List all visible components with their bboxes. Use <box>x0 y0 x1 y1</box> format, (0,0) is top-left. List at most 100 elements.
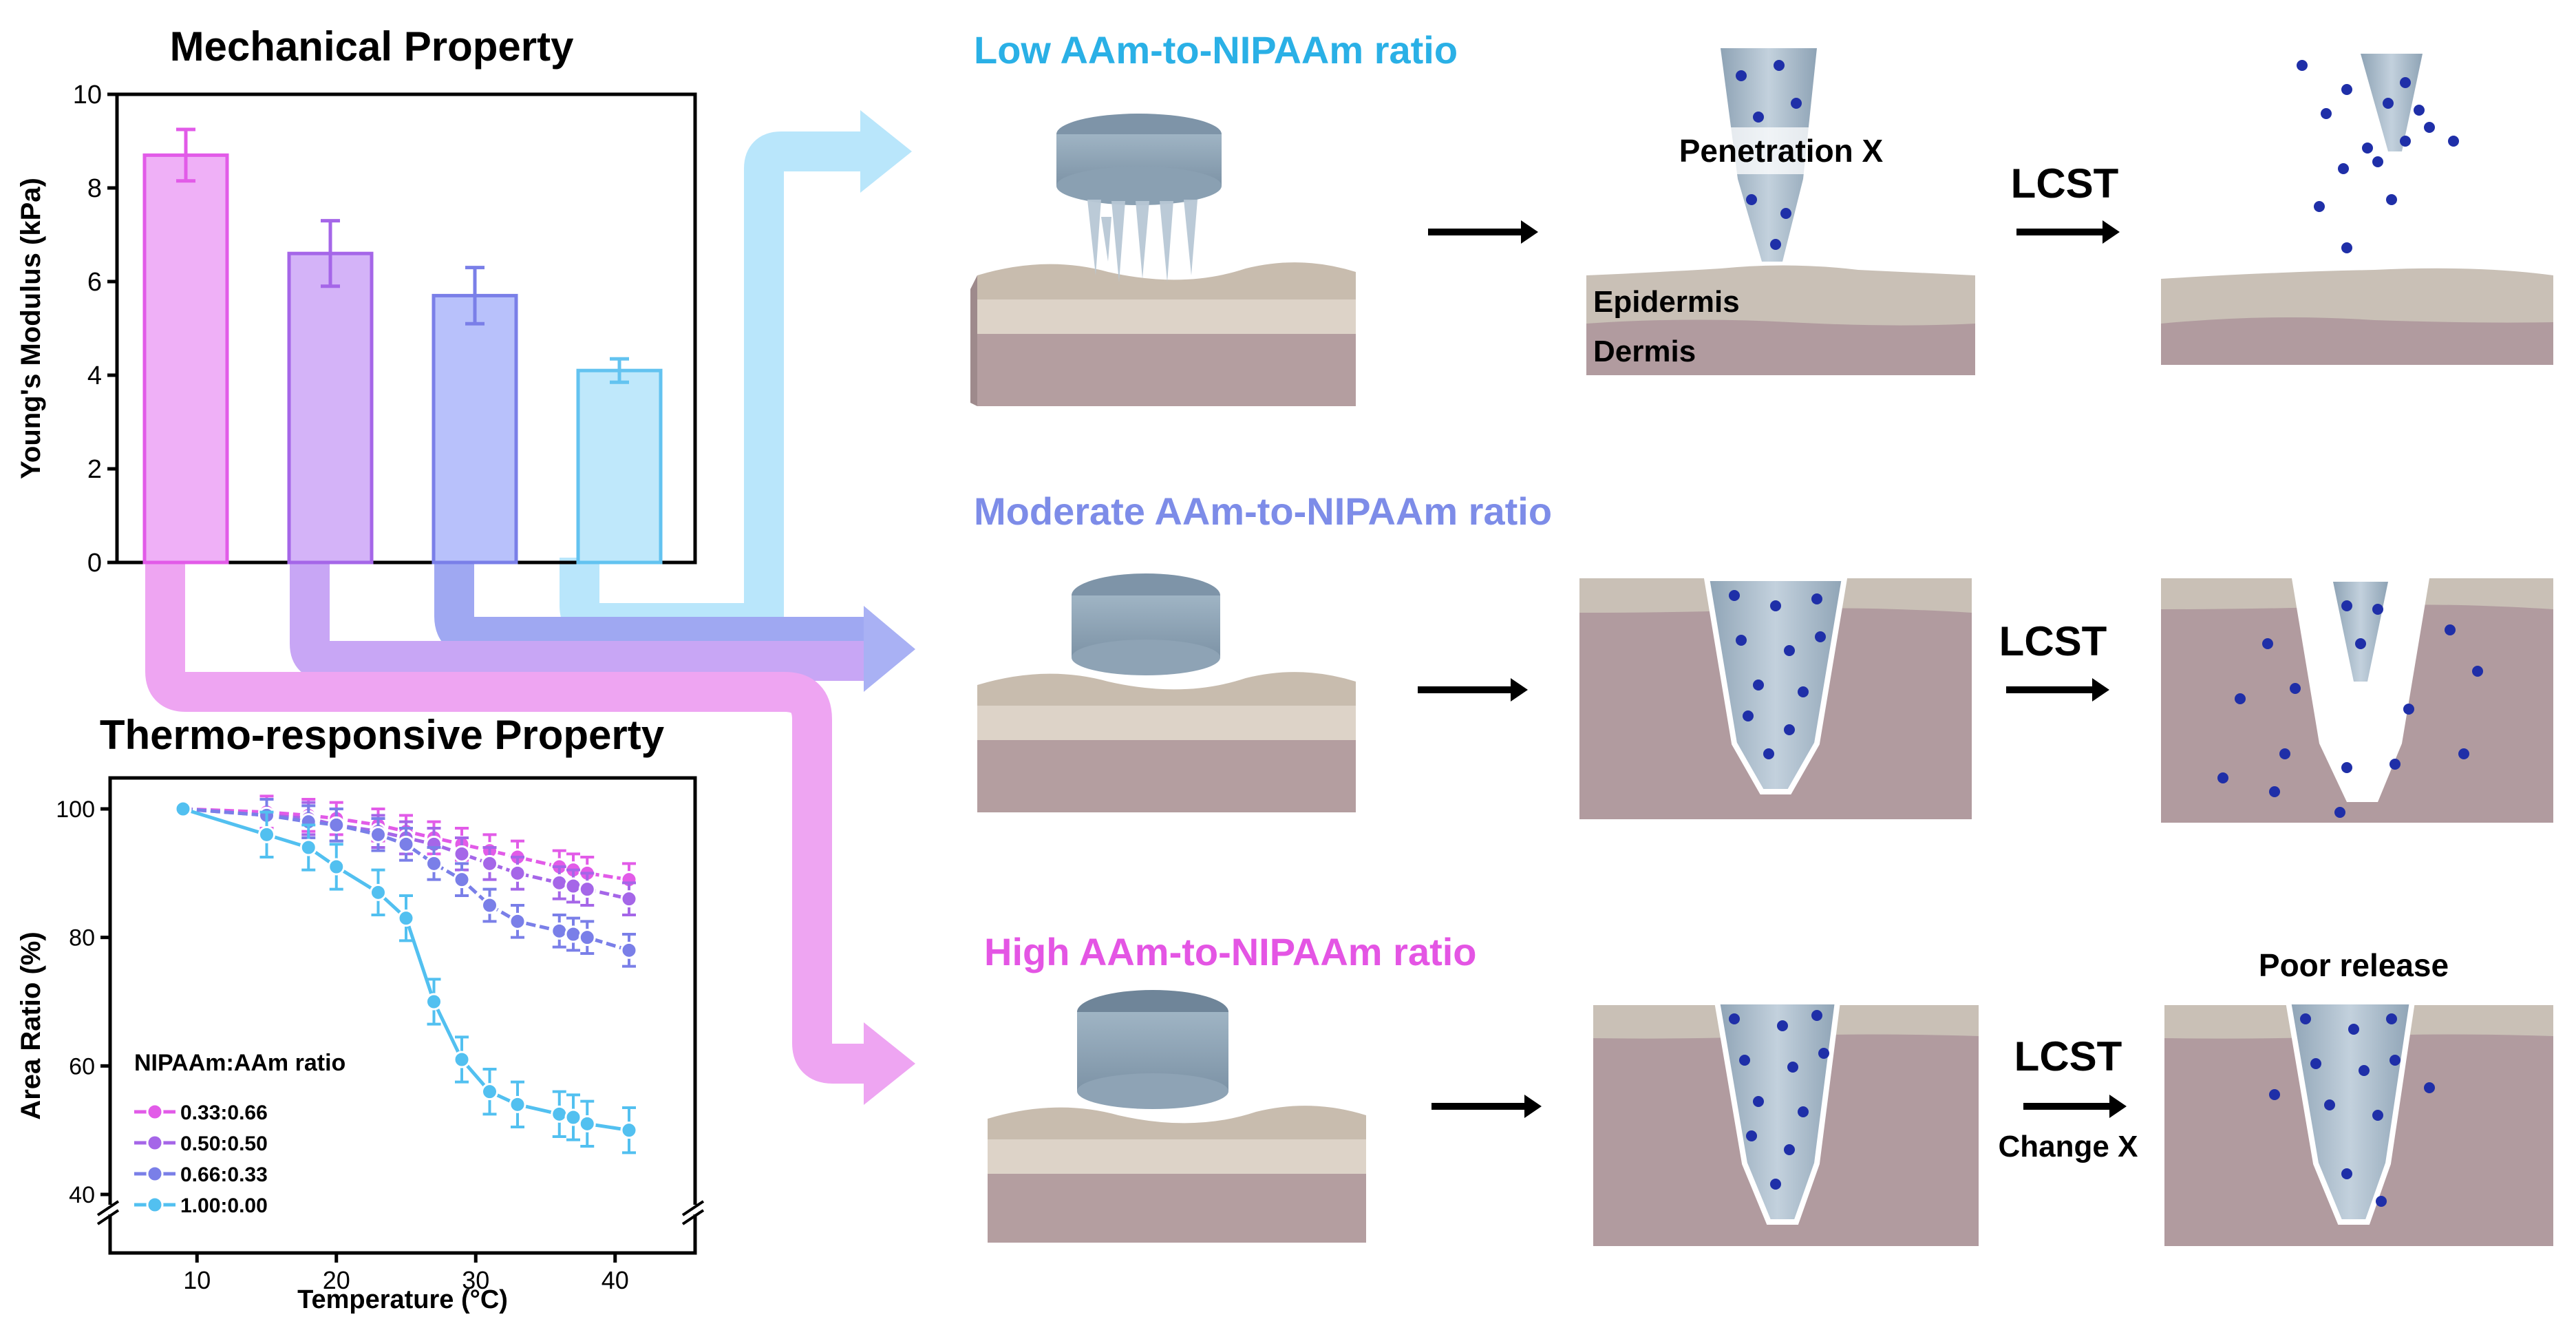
patch-high <box>1077 990 1228 1109</box>
legend-marker-2 <box>146 1165 164 1183</box>
lcst-label-high: LCST <box>2014 1033 2122 1079</box>
legend-label-1: 0.50:0.50 <box>180 1132 268 1155</box>
panel-moderate-after <box>2161 578 2553 823</box>
dots-moderate-after <box>2217 600 2483 818</box>
dots-low-after <box>2297 60 2459 253</box>
series-3-point-4 <box>370 883 387 901</box>
lcst-label-moderate: LCST <box>1999 618 2107 664</box>
series-3-point-3 <box>328 858 345 876</box>
row-title-moderate: Moderate AAm-to-NIPAAm ratio <box>974 489 1552 533</box>
series-3-point-5 <box>397 909 415 927</box>
flow-arrow-low-head <box>860 110 912 193</box>
flow-arrow-high-head <box>864 1022 915 1105</box>
x-tick-label-3: 40 <box>602 1266 629 1294</box>
penetration-label: Penetration X <box>1679 133 1884 169</box>
series-3-point-10 <box>551 1105 568 1123</box>
series-1-point-11 <box>564 877 582 895</box>
drug-dots <box>1729 60 2483 1207</box>
skin-block-moderate <box>977 573 1356 812</box>
series-3-point-7 <box>453 1051 471 1068</box>
skin-block-high <box>988 990 1366 1243</box>
flow-arrow-high <box>145 558 864 1084</box>
mechanical-bars <box>142 127 663 565</box>
needle-high-after <box>2285 999 2416 1225</box>
mechanical-plot-frame <box>115 92 697 565</box>
series-3-point-9 <box>509 1095 526 1113</box>
bar-3 <box>576 368 663 565</box>
panel-high-after: Poor release <box>2164 947 2553 1246</box>
panel-high-before <box>1593 999 1979 1246</box>
series-2-point-10 <box>551 922 568 940</box>
series-3-point-6 <box>425 993 443 1011</box>
series-3-point-1 <box>258 825 275 843</box>
dots-moderate-before <box>1729 590 1826 759</box>
flow-arrow-moderate <box>434 558 864 657</box>
y-tick-label-3: 6 <box>87 268 102 297</box>
y-tick-label-0: 0 <box>87 549 102 578</box>
legend-marker-3 <box>146 1196 164 1214</box>
y-tick-label-5: 10 <box>73 81 102 109</box>
axis-break-right-1 <box>681 1200 705 1216</box>
thermo-title: Thermo-responsive Property <box>100 712 665 758</box>
patch-low <box>1056 114 1222 282</box>
dots-low-before <box>1736 60 1802 250</box>
series-3-point-8 <box>481 1083 498 1101</box>
mechanical-y-ticks: 0 2 4 6 8 10 <box>73 81 117 578</box>
y-tick-label-2: 4 <box>87 361 102 390</box>
lcst-label-low: LCST <box>2011 160 2119 207</box>
skin-block-low <box>970 114 1356 406</box>
arrow-low-1 <box>1428 220 1538 244</box>
thermo-plot-frame <box>108 776 697 1255</box>
x-tick-label-1: 20 <box>323 1266 350 1294</box>
poor-release-label: Poor release <box>2259 947 2449 983</box>
series-1-point-7 <box>453 845 471 863</box>
x-tick-label-2: 30 <box>462 1266 489 1294</box>
series-1-point-10 <box>551 874 568 892</box>
series-3-point-13 <box>620 1121 638 1139</box>
thermo-y-label: Area Ratio (%) <box>16 931 46 1119</box>
thermo-axes: 10 20 30 40 40 60 80 100 <box>56 797 705 1294</box>
panel-low-after <box>2161 54 2553 365</box>
thermo-y-tick-label-3: 100 <box>56 797 95 823</box>
series-1-point-8 <box>481 854 498 872</box>
thermo-x-label: Temperature (°C) <box>297 1285 508 1314</box>
change-x-label: Change X <box>1999 1130 2138 1163</box>
series-2-point-7 <box>453 871 471 889</box>
legend-marker-0 <box>146 1103 164 1121</box>
series-3-point-0 <box>174 800 192 818</box>
thermo-y-tick-label-0: 40 <box>69 1182 95 1208</box>
series-2-point-13 <box>620 941 638 959</box>
arrow-low-lcst <box>2016 220 2120 244</box>
flow-arrow-purple <box>290 558 864 681</box>
series-3-point-12 <box>578 1115 596 1132</box>
arrow-moderate-1 <box>1418 678 1528 702</box>
step-arrows <box>1418 220 2127 1118</box>
legend-label-0: 0.33:0.66 <box>180 1102 268 1124</box>
thermo-y-tick-label-1: 60 <box>69 1053 95 1079</box>
axis-break-left-2 <box>96 1209 120 1225</box>
needle-moderate <box>1703 576 1848 794</box>
panel-moderate-before <box>1579 576 1972 819</box>
series-2-point-4 <box>370 825 387 843</box>
cavity-moderate <box>2292 578 2429 802</box>
flow-arrow-moderate-head <box>864 606 915 692</box>
series-3-point-11 <box>564 1108 582 1126</box>
y-tick-label-1: 2 <box>87 455 102 484</box>
arrow-high-lcst <box>2023 1095 2127 1118</box>
series-1-point-9 <box>509 864 526 882</box>
legend-label-3: 1.00:0.00 <box>180 1194 268 1217</box>
dots-high-after <box>2269 1013 2435 1207</box>
thermo-y-tick-label-2: 80 <box>69 925 95 951</box>
dots-high-before <box>1729 1010 1829 1190</box>
legend-marker-1 <box>146 1134 164 1152</box>
series-2-point-6 <box>425 854 443 872</box>
series-2-point-9 <box>509 912 526 930</box>
y-tick-label-4: 8 <box>87 174 102 203</box>
series-3-point-2 <box>299 839 317 856</box>
x-tick-label-0: 10 <box>183 1266 211 1294</box>
axis-break-right-2 <box>681 1209 705 1225</box>
mechanical-title: Mechanical Property <box>170 23 575 70</box>
bar-1 <box>287 251 374 565</box>
thermo-series <box>174 794 638 1155</box>
